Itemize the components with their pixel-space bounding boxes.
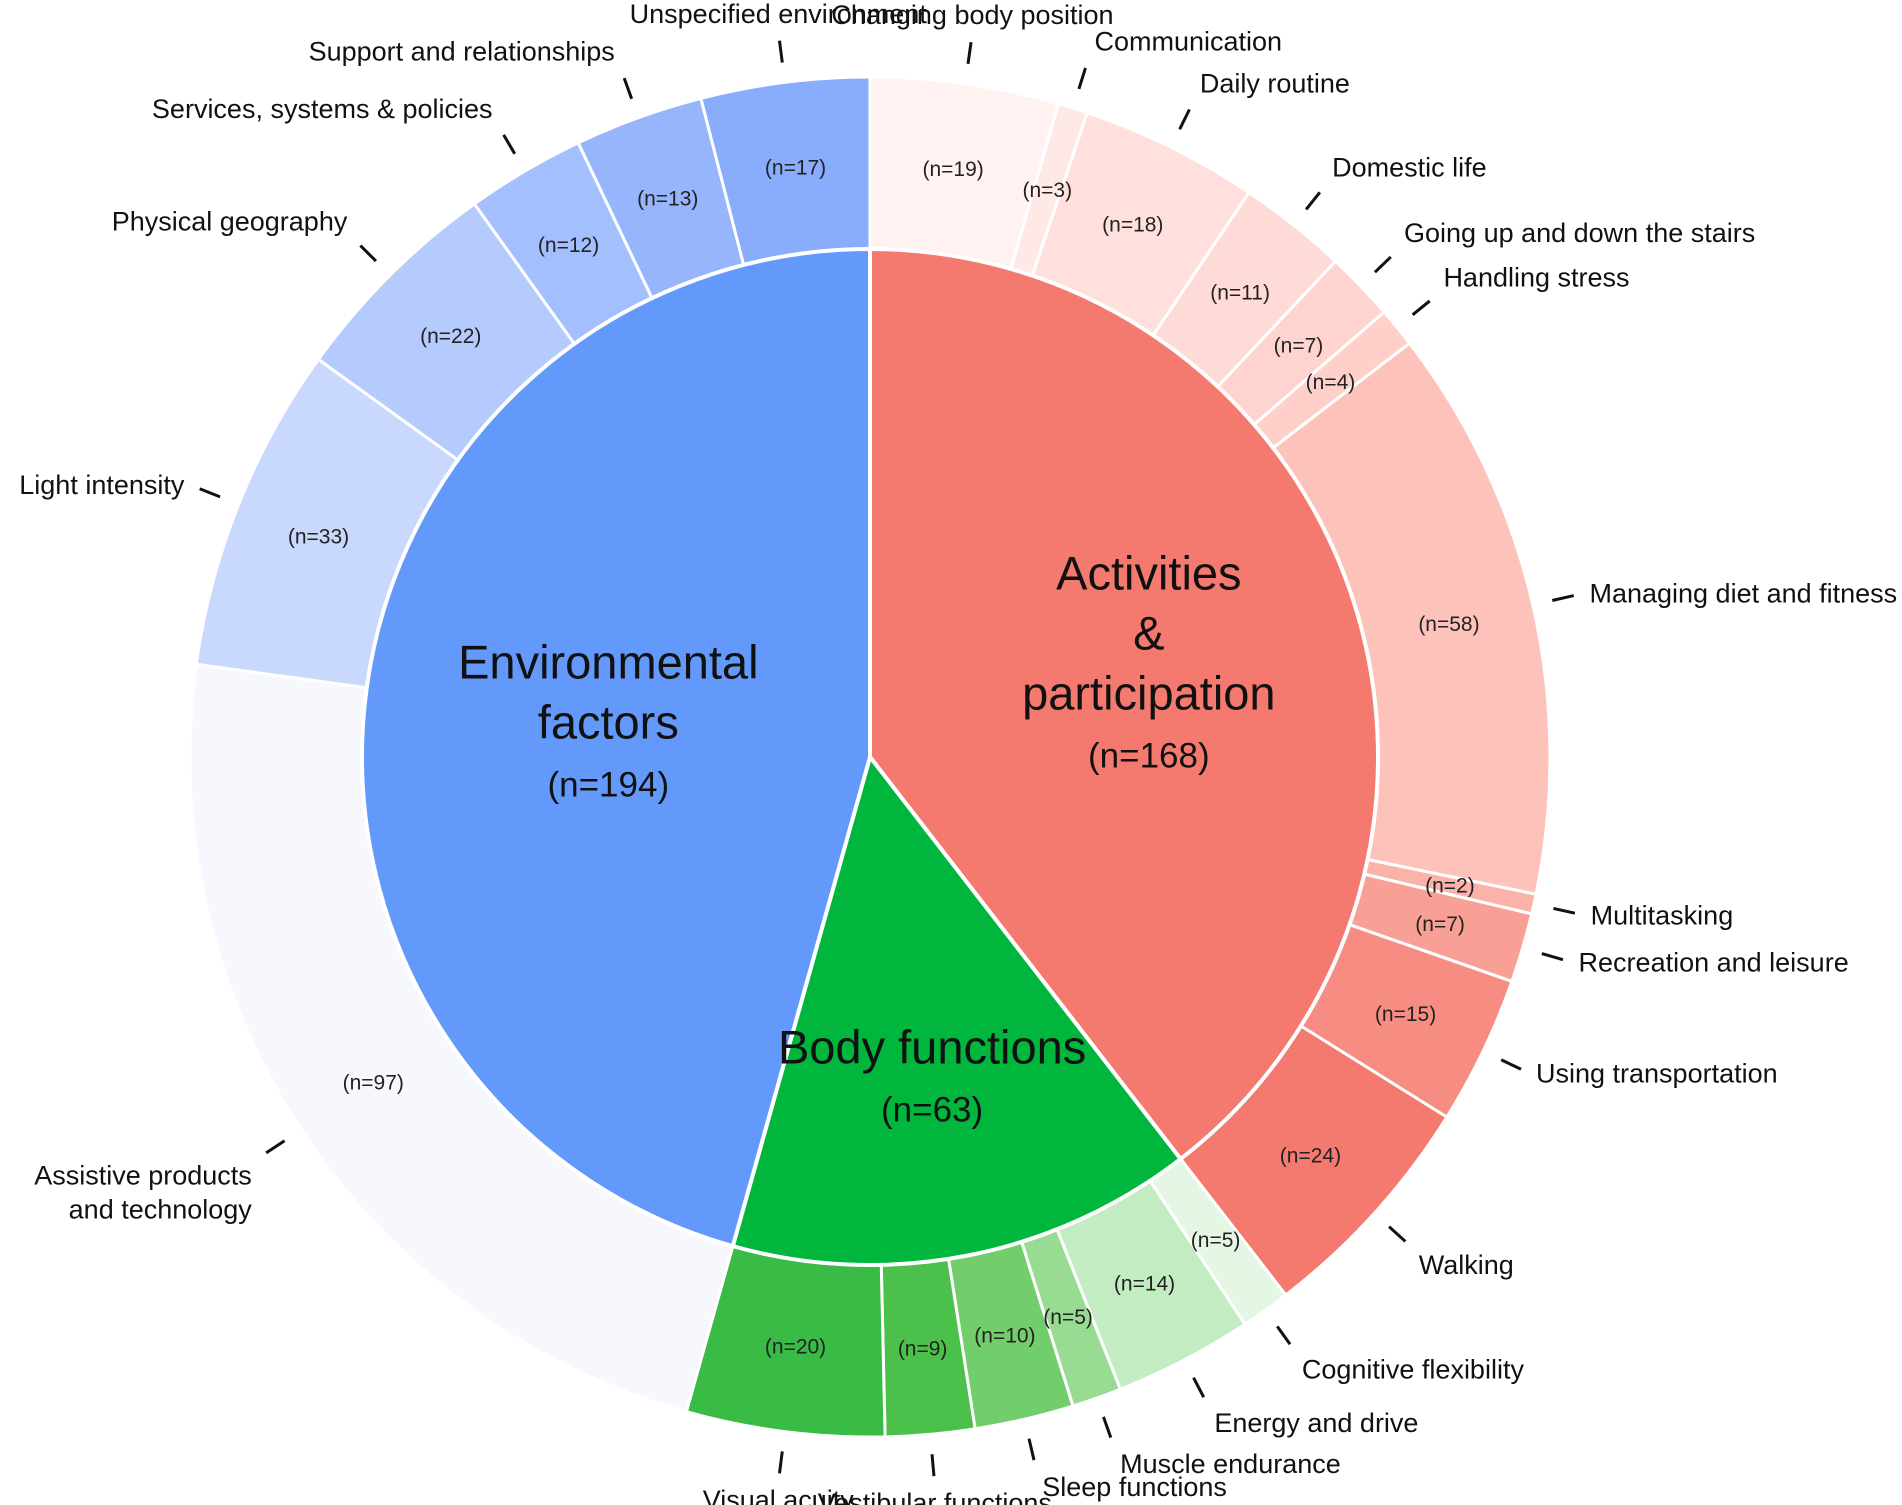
- tick-changing-body-position: [966, 41, 973, 65]
- tick-using-transportation: [1500, 1058, 1522, 1071]
- tick-vestibular-functions: [930, 1454, 936, 1477]
- tick-muscle-endurance: [1102, 1416, 1113, 1439]
- outer-label-handling-stress: Handling stress: [1443, 263, 1629, 293]
- outer-label-using-transportation: Using transportation: [1536, 1059, 1778, 1089]
- outer-label-physical-geography: Physical geography: [112, 206, 348, 236]
- inner-label-body-functions: Body functions: [778, 1021, 1086, 1074]
- tick-light-intensity: [199, 487, 221, 499]
- outer-count-physical-geography: (n=22): [420, 325, 481, 348]
- tick-sleep-functions: [1027, 1438, 1036, 1461]
- tick-walking: [1388, 1225, 1407, 1243]
- outer-label-assistive-products-and-technology: and technology: [69, 1194, 253, 1224]
- outer-label-unspecified-environment: Unspecified environment: [630, 0, 928, 29]
- outer-count-going-up-and-down-the-stairs: (n=7): [1274, 335, 1324, 358]
- outer-label-sleep-functions: Sleep functions: [1042, 1472, 1227, 1502]
- tick-domestic-life: [1304, 191, 1322, 211]
- outer-label-energy-and-drive: Energy and drive: [1214, 1408, 1418, 1438]
- tick-services-systems-and-policies: [502, 134, 517, 155]
- outer-count-visual-acuity: (n=20): [765, 1335, 826, 1358]
- outer-count-walking: (n=24): [1280, 1145, 1341, 1168]
- outer-label-cognitive-flexibility: Cognitive flexibility: [1302, 1354, 1525, 1384]
- outer-label-multitasking: Multitasking: [1591, 900, 1734, 930]
- outer-label-managing-diet-and-fitness: Managing diet and fitness: [1589, 578, 1897, 608]
- tick-cognitive-flexibility: [1276, 1325, 1292, 1346]
- inner-count-environmental-factors: (n=194): [547, 765, 669, 804]
- inner-ring: [360, 246, 1380, 1267]
- inner-wedge-body-functions: [730, 752, 1184, 1267]
- outer-count-domestic-life: (n=11): [1210, 281, 1270, 304]
- tick-physical-geography: [359, 244, 378, 263]
- outer-label-recreation-and-leisure: Recreation and leisure: [1579, 948, 1849, 978]
- inner-label-activities-and-participation: &: [1133, 606, 1164, 659]
- outer-label-going-up-and-down-the-stairs: Going up and down the stairs: [1404, 218, 1755, 248]
- outer-count-managing-diet-and-fitness: (n=58): [1418, 613, 1479, 636]
- tick-energy-and-drive: [1192, 1377, 1206, 1398]
- inner-wedge-activities-and-participation: [868, 246, 1380, 1162]
- inner-label-environmental-factors: factors: [538, 695, 679, 748]
- tick-daily-routine: [1178, 108, 1191, 130]
- outer-label-daily-routine: Daily routine: [1200, 69, 1350, 99]
- outer-count-communication: (n=3): [1022, 179, 1072, 202]
- outer-count-recreation-and-leisure: (n=7): [1415, 913, 1465, 936]
- outer-ring: [188, 75, 1552, 1439]
- outer-label-vestibular-functions: Vestibular functions: [818, 1488, 1052, 1505]
- outer-count-daily-routine: (n=18): [1102, 213, 1163, 236]
- outer-label-support-and-relationships: Support and relationships: [309, 37, 615, 67]
- inner-count-body-functions: (n=63): [881, 1091, 983, 1130]
- outer-count-using-transportation: (n=15): [1375, 1003, 1436, 1026]
- inner-label-activities-and-participation: Activities: [1056, 546, 1241, 599]
- outer-count-sleep-functions: (n=10): [974, 1324, 1035, 1347]
- tick-visual-acuity: [778, 1451, 784, 1474]
- outer-count-assistive-products-and-technology: (n=97): [343, 1072, 404, 1095]
- outer-count-cognitive-flexibility: (n=5): [1191, 1229, 1241, 1252]
- inner-label-activities-and-participation: participation: [1022, 666, 1275, 719]
- tick-recreation-and-leisure: [1541, 952, 1564, 962]
- tick-support-and-relationships: [622, 77, 634, 100]
- outer-count-vestibular-functions: (n=9): [898, 1338, 948, 1361]
- outer-label-services-systems-and-policies: Services, systems & policies: [152, 94, 493, 124]
- outer-count-services-systems-and-policies: (n=12): [538, 234, 599, 257]
- outer-count-muscle-endurance: (n=5): [1043, 1306, 1093, 1329]
- outer-label-visual-acuity: Visual acuity: [703, 1485, 855, 1505]
- outer-count-multitasking: (n=2): [1425, 875, 1475, 898]
- tick-communication: [1077, 67, 1087, 90]
- outer-label-domestic-life: Domestic life: [1332, 152, 1487, 182]
- tick-handling-stress: [1411, 299, 1431, 316]
- tick-managing-diet-and-fitness: [1551, 594, 1575, 602]
- tick-assistive-products-and-technology: [265, 1139, 286, 1155]
- tick-unspecified-environment: [778, 40, 784, 63]
- outer-label-communication: Communication: [1094, 26, 1282, 56]
- outer-label-walking: Walking: [1419, 1250, 1514, 1280]
- outer-label-assistive-products-and-technology: Assistive products: [34, 1160, 252, 1190]
- outer-count-handling-stress: (n=4): [1306, 371, 1356, 394]
- inner-wedge-environmental-factors: [360, 246, 872, 1249]
- outer-label-muscle-endurance: Muscle endurance: [1120, 1449, 1341, 1479]
- label-ticks: [199, 40, 1576, 1477]
- tick-multitasking: [1553, 906, 1576, 915]
- outer-count-energy-and-drive: (n=14): [1114, 1273, 1175, 1296]
- outer-count-support-and-relationships: (n=13): [637, 187, 698, 210]
- inner-label-environmental-factors: Environmental: [458, 635, 758, 688]
- outer-count-unspecified-environment: (n=17): [765, 157, 826, 180]
- outer-count-light-intensity: (n=33): [288, 525, 349, 548]
- outer-label-light-intensity: Light intensity: [19, 470, 185, 500]
- labels: Activities & participation (n=168) (n=19) Cha…: [19, 0, 1897, 1505]
- outer-count-changing-body-position: (n=19): [923, 158, 984, 181]
- inner-count-activities-and-participation: (n=168): [1088, 736, 1210, 775]
- tick-going-up-and-down-the-stairs: [1373, 255, 1392, 274]
- outer-label-changing-body-position: Changing body position: [831, 0, 1113, 30]
